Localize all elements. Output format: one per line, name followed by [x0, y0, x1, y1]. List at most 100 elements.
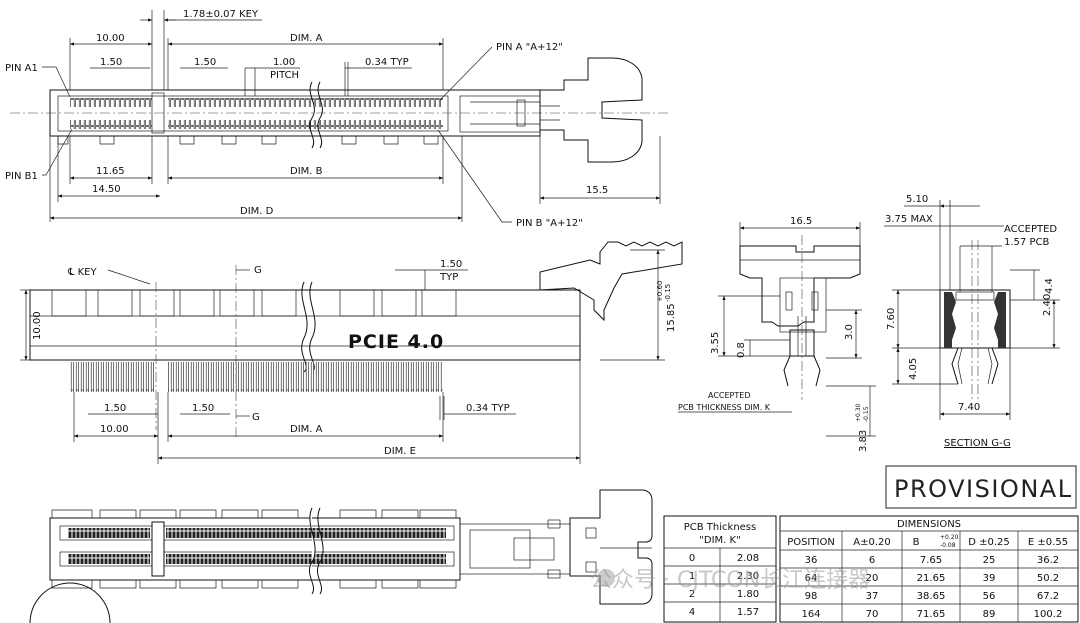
- pcb-table-position-cell: 1: [689, 571, 695, 582]
- dim-b-label: DIM. B: [290, 166, 323, 177]
- side-accepted-label: ACCEPTED: [708, 391, 750, 400]
- pin-row-a-short: [70, 98, 152, 107]
- dims-table-cell: 164: [801, 609, 820, 620]
- dim-key-label: 1.78±0.07 KEY: [183, 9, 259, 20]
- pin-row-b-long: [168, 120, 443, 129]
- dim-front-150a-label: 1.50: [104, 403, 126, 414]
- provisional-label: PROVISIONAL: [894, 475, 1073, 503]
- dim-510-label: 5.10: [906, 194, 928, 205]
- dims-table-header-cell: A±0.20: [853, 537, 891, 548]
- pcb-table-title-1: PCB Thickness: [684, 522, 756, 533]
- dims-table-title: DIMENSIONS: [897, 519, 961, 530]
- dims-table-cell: 71.65: [917, 609, 946, 620]
- side-profile: [739, 245, 861, 327]
- dim-760-label: 7.60: [886, 308, 897, 330]
- front-housing: [29, 289, 581, 361]
- dims-table-cell: 38.65: [917, 591, 946, 602]
- dim-1450-label: 14.50: [92, 184, 121, 195]
- dim-front-1000-label: 10.00: [100, 424, 129, 435]
- section-body: [939, 289, 1011, 349]
- dim-165-label: 16.5: [790, 216, 812, 227]
- pin-row-b-short: [70, 120, 152, 129]
- dim-height-tol-minus: -0.15: [664, 284, 672, 302]
- dim-30-label: 3.0: [844, 324, 855, 340]
- watermark-text: 公众号 · CJTCON长江连接器: [590, 568, 870, 593]
- dims-table-cell: 7.65: [920, 555, 942, 566]
- bottom-pins-b-short: [68, 554, 150, 564]
- dims-table-cell: 50.2: [1037, 573, 1059, 584]
- dim-1165-label: 11.65: [96, 166, 125, 177]
- dim-height-tol-plus: +0.60: [656, 281, 664, 302]
- dim-44-label: 4.4: [1044, 278, 1055, 294]
- pcb-table-title-2: "DIM. K": [699, 535, 740, 546]
- section-pcb-label: 1.57 PCB: [1004, 237, 1049, 248]
- key-centerline-label: ℄ KEY: [67, 267, 97, 278]
- dims-table-header-cell: B: [913, 537, 920, 548]
- max-label: 3.75 MAX: [885, 214, 933, 225]
- pin-row-a-long: [168, 98, 443, 107]
- dims-table-cell: 98: [805, 591, 818, 602]
- dim-front-a-label: DIM. A: [290, 424, 323, 435]
- dims-table-cell: 39: [983, 573, 996, 584]
- dim-355-label: 3.55: [710, 332, 721, 354]
- dim-383-tol-minus: -0.15: [863, 406, 870, 422]
- pcb-thickness-label: PCB THICKNESS DIM. K: [678, 403, 771, 412]
- pcb-table-position-cell: 4: [689, 607, 695, 618]
- dim-155-label: 15.5: [586, 185, 608, 196]
- dim-034-label: 0.34 TYP: [365, 57, 409, 68]
- dims-table-header-cell: E ±0.55: [1028, 537, 1068, 548]
- dims-table-cell: 100.2: [1034, 609, 1063, 620]
- g-bottom-label: G: [252, 412, 260, 423]
- dim-383-label: 3.83: [858, 430, 869, 452]
- section-view: 5.10 3.75 MAX ACCEPTED 1.57 PCB 7.60 4.0…: [884, 194, 1060, 449]
- dim-100-label: 1.00: [273, 57, 295, 68]
- front-view: PCIE 4.0 ℄ KEY G 1.50 TYP 10.00 15.85 +0…: [20, 241, 683, 464]
- dims-table-cell: 64: [805, 573, 818, 584]
- solder-legs-long: [168, 362, 443, 392]
- dim-383-tol-plus: +0.30: [855, 403, 862, 422]
- dim-240-label: 2.40: [1042, 294, 1053, 316]
- section-accepted-label: ACCEPTED: [1004, 224, 1057, 235]
- dims-table-cell: 36.2: [1037, 555, 1059, 566]
- pcb-table-thickness-cell: 1.57: [737, 607, 759, 618]
- dim-150-typ-label: 1.50: [440, 259, 462, 270]
- dims-table-cell: 37: [866, 591, 879, 602]
- bottom-pins-b-long: [166, 554, 446, 564]
- dims-table-cell: 25: [983, 555, 996, 566]
- solder-legs-short: [70, 362, 155, 392]
- pin-b-next-label: PIN B "A+12": [516, 218, 583, 229]
- dim-a-top-label: DIM. A: [290, 33, 323, 44]
- pcb-table-thickness-cell: 2.30: [737, 571, 759, 582]
- top-latch: [539, 57, 643, 163]
- dim-08-label: 0.8: [736, 342, 747, 358]
- pcb-table-thickness-cell: 1.80: [737, 589, 759, 600]
- wechat-icon: [597, 569, 615, 587]
- dim-740-label: 7.40: [958, 402, 980, 413]
- dim-150-b-label: 1.50: [194, 57, 216, 68]
- bottom-pins-a-long: [166, 528, 446, 538]
- g-top-label: G: [254, 265, 262, 276]
- dim-405-label: 4.05: [908, 358, 919, 380]
- section-title: SECTION G-G: [944, 438, 1011, 449]
- dims-table-cell: 6: [869, 555, 875, 566]
- dims-table-cell: 56: [983, 591, 996, 602]
- b-tol-minus: -0.08: [940, 542, 956, 549]
- pcb-table-thickness-cell: 2.08: [737, 553, 759, 564]
- pin-a1-label: PIN A1: [5, 63, 38, 74]
- dim-150-a-label: 1.50: [100, 57, 122, 68]
- dim-height-label: 15.85: [666, 303, 677, 332]
- typ-label: TYP: [439, 272, 458, 283]
- dims-table-cell: 89: [983, 609, 996, 620]
- bottom-latch: [569, 489, 653, 605]
- dim-front-10-label: 10.00: [32, 311, 43, 340]
- dim-e-label: DIM. E: [384, 446, 416, 457]
- front-latch: [539, 241, 683, 322]
- dims-table-header-cell: D ±0.25: [968, 537, 1010, 548]
- dims-table-cell: 36: [805, 555, 818, 566]
- pcb-table-position-cell: 2: [689, 589, 695, 600]
- dims-table-cell: 20: [866, 573, 879, 584]
- provisional-stamp: PROVISIONAL: [885, 465, 1077, 509]
- bottom-view: [29, 489, 653, 623]
